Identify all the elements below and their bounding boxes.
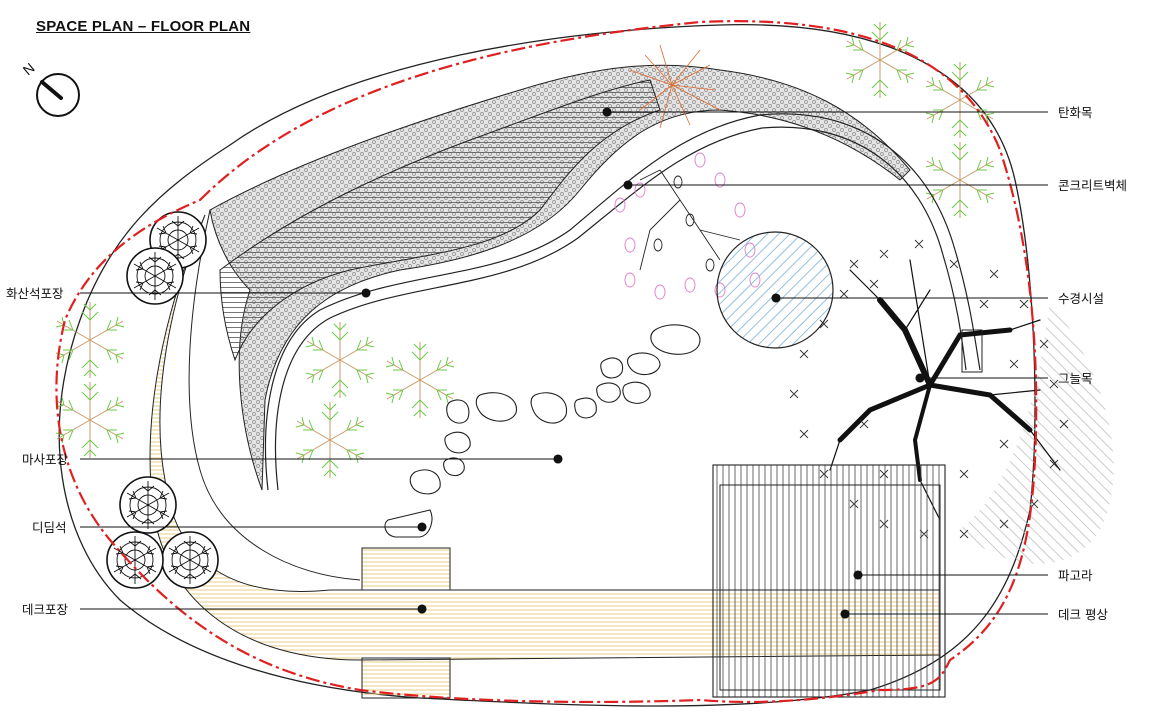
deck-extension-bottom — [361, 657, 451, 699]
label-shade-tree: 그늘목 — [1058, 371, 1093, 386]
shrub-branches — [639, 169, 741, 272]
page-title: SPACE PLAN – FLOOR PLAN — [36, 18, 251, 35]
water-feature — [716, 231, 834, 349]
label-charred-wood: 탄화목 — [1058, 105, 1093, 120]
shade-tree — [829, 259, 1061, 521]
leader-lines — [80, 107, 1048, 619]
label-deck-paving: 데크포장 — [22, 602, 69, 617]
north-arrow: N — [20, 60, 80, 117]
deck-platform — [712, 464, 946, 698]
label-masa-paving: 마사포장 — [22, 452, 69, 467]
bench — [961, 329, 983, 373]
deck-extension-top — [361, 547, 451, 591]
pergola — [719, 484, 941, 691]
site-boundary — [55, 20, 1038, 704]
label-water-feature: 수경시설 — [1058, 291, 1105, 306]
north-label: N — [20, 60, 38, 79]
stepping-stones — [384, 324, 701, 538]
starburst-shrub — [629, 44, 721, 129]
charred-wood-stripe — [219, 79, 661, 362]
concrete-wall — [264, 113, 981, 491]
label-volcanic-paving: 화산석포장 — [6, 286, 64, 301]
label-stepping-stone: 디딤석 — [32, 520, 67, 535]
label-deck-platform: 데크 평상 — [1058, 607, 1108, 622]
label-concrete-wall: 콘크리트벽체 — [1058, 178, 1128, 193]
label-pergola: 파고라 — [1058, 568, 1093, 583]
